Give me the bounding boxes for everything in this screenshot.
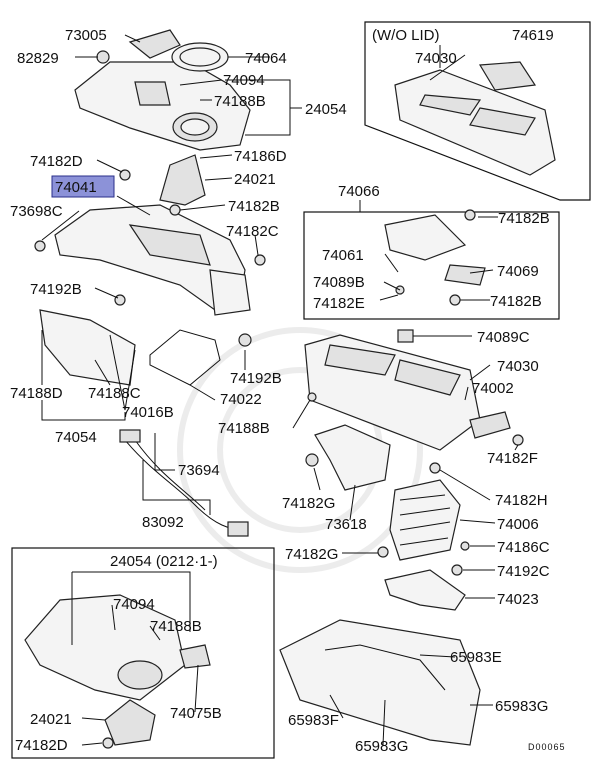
console-cover-24054 (74, 61, 251, 151)
floor-console-74041 (54, 204, 251, 316)
diagram-code: D00065 (528, 742, 566, 752)
leader-lines (41, 34, 519, 746)
label-74006: 74006 (497, 516, 539, 533)
console-without-lid-74030 (394, 69, 556, 176)
label-74188B: 74188B (214, 93, 266, 110)
label-73005: 73005 (65, 27, 107, 44)
label-74192C: 74192C (497, 563, 550, 580)
boot-24021-variant (104, 699, 156, 746)
boot-24021 (159, 154, 206, 206)
label-74182B-3: 74182B (490, 293, 542, 310)
label-74182D: 74182D (30, 153, 83, 170)
cap-74089C (397, 329, 414, 343)
label-24021-2: 24021 (30, 711, 72, 728)
label-74030: 74030 (415, 50, 457, 67)
label-74192B-2: 74192B (230, 370, 282, 387)
label-74064: 74064 (245, 50, 287, 67)
label-65983G-2: 65983G (355, 738, 408, 755)
inset-frame-without-lid (364, 21, 591, 201)
label-65983F: 65983F (288, 712, 339, 729)
label-74075B: 74075B (170, 705, 222, 722)
label-74188D: 74188D (10, 385, 63, 402)
part-labels: 73005 82829 74064 74094 74188B 24054 741… (10, 27, 566, 755)
cover-74002 (469, 411, 511, 439)
label-74069: 74069 (497, 263, 539, 280)
label-74188B-3: 74188B (150, 618, 202, 635)
fasteners (34, 169, 524, 749)
label-74182C: 74182C (226, 223, 279, 240)
label-74023: 74023 (497, 591, 539, 608)
label-74089B: 74089B (313, 274, 365, 291)
label-74188B-2: 74188B (218, 420, 270, 437)
label-65983G: 65983G (495, 698, 548, 715)
label-74022: 74022 (220, 391, 262, 408)
label-74094-2: 74094 (113, 596, 155, 613)
label-74182G: 74182G (282, 495, 335, 512)
label-74061: 74061 (322, 247, 364, 264)
label-74182E: 74182E (313, 295, 365, 312)
side-panel-74054 (39, 309, 136, 386)
label-74002: 74002 (472, 380, 514, 397)
label-74089C: 74089C (477, 329, 530, 346)
label-74182B-2: 74182B (498, 210, 550, 227)
label-24021: 24021 (234, 171, 276, 188)
label-74619: 74619 (512, 27, 554, 44)
label-74188C: 74188C (88, 385, 141, 402)
tray-73618 (314, 424, 391, 491)
label-74182G-2: 74182G (285, 546, 338, 563)
label-73698C: 73698C (10, 203, 63, 220)
label-74094: 74094 (223, 72, 265, 89)
inset-frame-24054-variant (11, 547, 275, 759)
label-74182H: 74182H (495, 492, 548, 509)
pad-74619 (478, 61, 537, 91)
label-without-lid: (W/O LID) (372, 27, 440, 44)
label-74066: 74066 (338, 183, 380, 200)
ring-74064 (171, 42, 229, 72)
label-73694: 73694 (178, 462, 220, 479)
label-82829: 82829 (17, 50, 59, 67)
label-74186C: 74186C (497, 539, 550, 556)
bracket-74023 (384, 569, 466, 611)
console-cover-24054-variant (24, 594, 211, 701)
label-74186D: 74186D (234, 148, 287, 165)
bracket-74022 (149, 329, 221, 386)
label-65983E: 65983E (450, 649, 502, 666)
label-73618: 73618 (325, 516, 367, 533)
console-lid-74066 (384, 214, 486, 286)
inset-frame-74066 (303, 211, 560, 320)
label-74182B: 74182B (228, 198, 280, 215)
console-trim-65983 (279, 619, 481, 746)
label-74182F: 74182F (487, 450, 538, 467)
highlight-74041 (51, 175, 115, 198)
label-24054-variant: 24054 (0212·1-) (110, 553, 218, 570)
holder-74006 (389, 479, 461, 561)
label-74192B: 74192B (30, 281, 82, 298)
wire-harness (119, 429, 249, 537)
label-74030-2: 74030 (497, 358, 539, 375)
clip-82829 (96, 50, 110, 64)
knob-73005 (128, 29, 181, 59)
label-83092: 83092 (142, 514, 184, 531)
label-74016B: 74016B (122, 404, 174, 421)
label-74054: 74054 (55, 429, 97, 446)
label-74041: 74041 (55, 179, 97, 196)
label-74182D-2: 74182D (15, 737, 68, 754)
label-24054: 24054 (305, 101, 347, 118)
